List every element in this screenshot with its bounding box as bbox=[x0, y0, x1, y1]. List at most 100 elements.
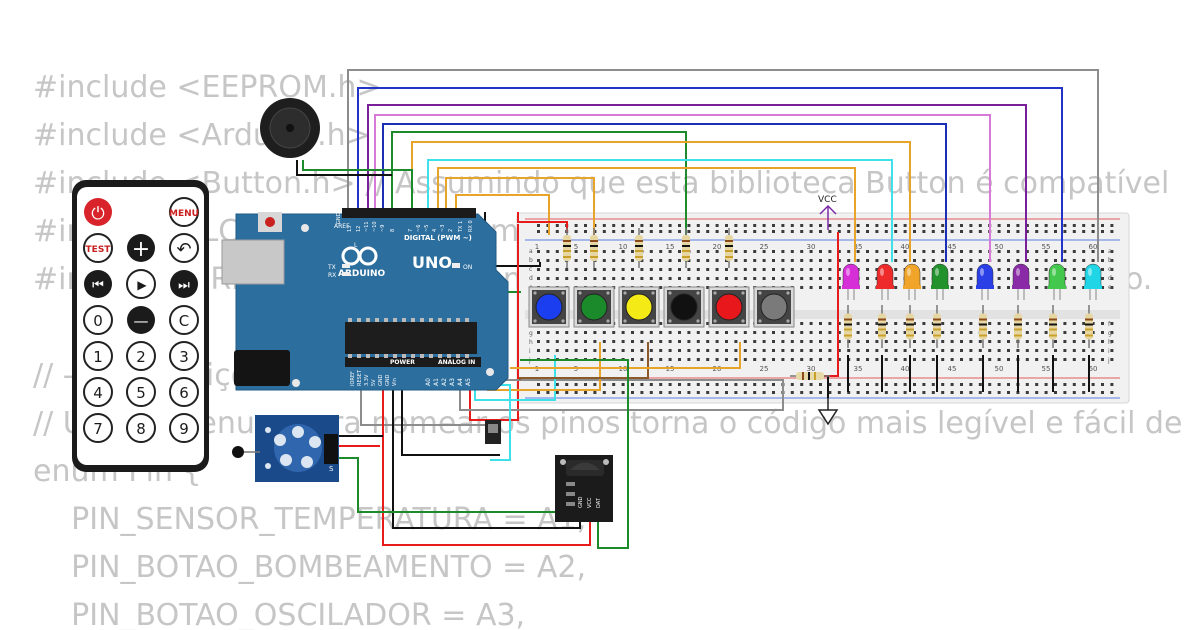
code-line: PIN_BOTAO_BOMBEAMENTO = A2, bbox=[33, 550, 586, 585]
digit-button-5[interactable]: 5 bbox=[126, 377, 156, 407]
breadboard-column-label: 20 bbox=[713, 243, 722, 251]
next-button[interactable]: ⏭ bbox=[170, 270, 198, 298]
code-line: // Usar um enum para nomear os pinos tor… bbox=[33, 406, 1183, 441]
digit-label: 7 bbox=[93, 420, 103, 438]
breadboard-column-label: 50 bbox=[995, 365, 1004, 373]
minus-button[interactable]: — bbox=[127, 306, 155, 334]
digit-label: 5 bbox=[136, 384, 146, 402]
breadboard-column-label: 1 bbox=[535, 243, 539, 251]
digital-pin-label: 13 bbox=[347, 226, 353, 232]
breadboard-row-label: h bbox=[1108, 339, 1112, 346]
digital-pin-label: ~11 bbox=[364, 221, 370, 232]
digit-label: 8 bbox=[136, 420, 146, 438]
menu-label: MENU bbox=[169, 209, 199, 219]
breadboard-column-label: 55 bbox=[1042, 365, 1051, 373]
breadboard-row-label: a bbox=[1108, 248, 1112, 255]
push-button[interactable] bbox=[753, 286, 795, 328]
resistor bbox=[933, 305, 941, 348]
resistor bbox=[844, 305, 852, 348]
breadboard-row-label: d bbox=[1108, 275, 1112, 282]
reset-button[interactable] bbox=[265, 217, 275, 227]
resistor bbox=[878, 305, 886, 348]
ground-symbol bbox=[817, 398, 839, 426]
breadboard-row-label: d bbox=[529, 275, 533, 282]
led bbox=[876, 263, 894, 300]
push-button[interactable] bbox=[528, 286, 570, 328]
power-button[interactable]: ⏻ bbox=[84, 198, 112, 226]
digit-button-7[interactable]: 7 bbox=[83, 413, 113, 443]
led bbox=[903, 263, 921, 300]
digit-button-2[interactable]: 2 bbox=[126, 341, 156, 371]
prev-button[interactable]: ⏮ bbox=[84, 270, 112, 298]
breadboard-column-label: 25 bbox=[760, 243, 769, 251]
ground-wires bbox=[847, 355, 1090, 392]
zero-button[interactable]: 0 bbox=[83, 305, 113, 335]
breadboard-row-label: b bbox=[1108, 257, 1112, 264]
digital-header bbox=[342, 208, 476, 218]
clear-button[interactable]: C bbox=[169, 305, 199, 335]
digit-button-6[interactable]: 6 bbox=[169, 377, 199, 407]
resistor bbox=[725, 228, 733, 268]
digit-button-9[interactable]: 9 bbox=[169, 413, 199, 443]
power-label: POWER bbox=[390, 359, 415, 366]
back-button[interactable]: ↶ bbox=[169, 233, 199, 263]
ir-module-pin-label: GND bbox=[578, 496, 584, 508]
play-button[interactable]: ▶ bbox=[126, 269, 156, 299]
digit-label: 3 bbox=[179, 348, 189, 366]
power-pin-label: GND bbox=[378, 374, 384, 386]
analog-pin-label: A3 bbox=[449, 378, 456, 386]
push-button[interactable] bbox=[663, 286, 705, 328]
breadboard-row-label: f bbox=[1108, 321, 1111, 328]
resistor bbox=[1085, 305, 1093, 348]
power-analog-header bbox=[345, 357, 481, 367]
breadboard-column-label: 15 bbox=[666, 243, 675, 251]
analog-pin-label: A4 bbox=[457, 378, 464, 386]
plus-button[interactable]: + bbox=[127, 234, 155, 262]
breadboard-column-label: 35 bbox=[854, 365, 863, 373]
digital-pin-label: TX 1 bbox=[458, 221, 464, 233]
ir-module-pin-label: VCC bbox=[587, 497, 593, 508]
digit-button-4[interactable]: 4 bbox=[83, 377, 113, 407]
digit-button-1[interactable]: 1 bbox=[83, 341, 113, 371]
analog-pin-label: A1 bbox=[433, 378, 440, 386]
digital-pin-label: ~10 bbox=[372, 221, 378, 232]
digital-pin-label: ~6 bbox=[416, 225, 422, 232]
resistor bbox=[979, 305, 987, 348]
power-icon: ⏻ bbox=[91, 204, 105, 224]
menu-button[interactable]: MENU bbox=[169, 197, 199, 227]
led bbox=[1084, 263, 1102, 300]
ir-led-icon bbox=[232, 446, 244, 458]
resistors bbox=[563, 228, 1093, 348]
resistor bbox=[906, 305, 914, 348]
digital-pin-label: ~5 bbox=[424, 225, 430, 232]
power-pin-label: GND bbox=[385, 374, 391, 386]
rx-label: RX bbox=[328, 272, 336, 279]
slide-switch[interactable] bbox=[485, 420, 501, 444]
analog-pin-label: A2 bbox=[441, 378, 448, 386]
vcc-symbol: VCC bbox=[818, 195, 837, 230]
digit-button-3[interactable]: 3 bbox=[169, 341, 199, 371]
clear-label: C bbox=[179, 312, 189, 330]
breadboard-column-label: 25 bbox=[760, 365, 769, 373]
resistor bbox=[590, 228, 598, 268]
breadboard-row-label: b bbox=[529, 257, 533, 264]
push-button[interactable] bbox=[618, 286, 660, 328]
led bbox=[1012, 263, 1030, 300]
digit-button-8[interactable]: 8 bbox=[126, 413, 156, 443]
l-led-label: L bbox=[354, 242, 358, 249]
breadboard-row-label: g bbox=[529, 330, 533, 337]
led bbox=[1048, 263, 1066, 300]
breadboard-row-label: i bbox=[1108, 348, 1110, 355]
breadboard-column-label: 35 bbox=[854, 243, 863, 251]
resistor bbox=[1014, 305, 1022, 348]
push-button[interactable] bbox=[708, 286, 750, 328]
push-button[interactable] bbox=[573, 286, 615, 328]
digital-label: DIGITAL (PWM ~) bbox=[404, 234, 472, 242]
test-button[interactable]: TEST bbox=[83, 233, 113, 263]
digit-label: 1 bbox=[93, 348, 103, 366]
digital-pin-label: 12 bbox=[356, 226, 362, 232]
push-buttons bbox=[528, 286, 795, 328]
piezo-buzzer bbox=[260, 98, 320, 158]
zero-label: 0 bbox=[93, 312, 103, 330]
